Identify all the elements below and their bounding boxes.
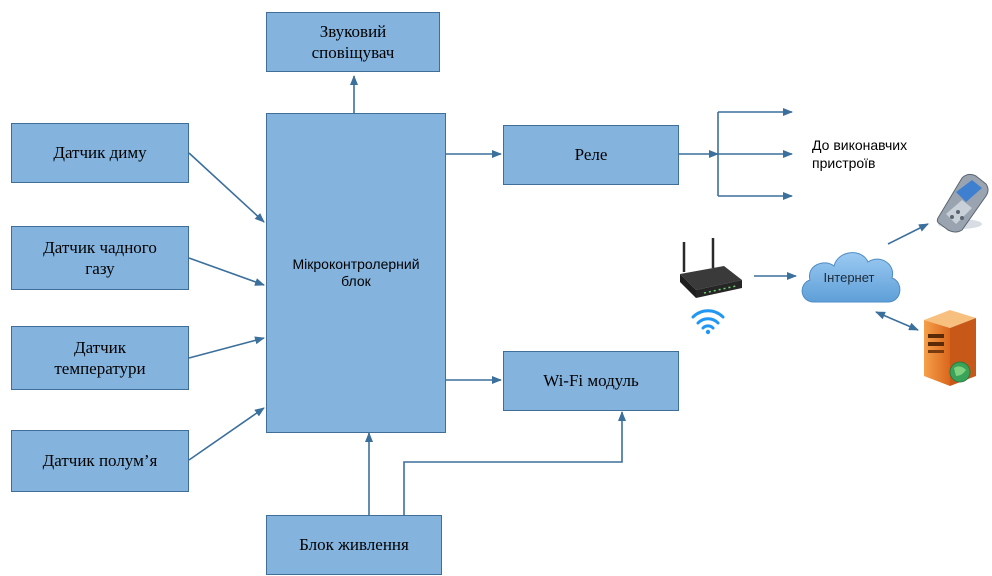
wifi-module-block: Wi-Fi модуль bbox=[503, 351, 679, 411]
smoke-sensor-label: Датчик диму bbox=[53, 143, 147, 163]
microcontroller-label: Мікроконтролерний блок bbox=[292, 255, 420, 290]
co-sensor-block: Датчик чадного газу bbox=[11, 226, 189, 290]
wifi-signal-icon bbox=[691, 309, 725, 335]
smoke-sensor-block: Датчик диму bbox=[11, 123, 189, 183]
arrow-flame-to-mcu bbox=[188, 407, 265, 461]
relay-block: Реле bbox=[503, 125, 679, 185]
microcontroller-block: Мікроконтролерний блок bbox=[266, 113, 446, 433]
power-supply-label: Блок живлення bbox=[299, 535, 409, 555]
temperature-sensor-block: Датчик температури bbox=[11, 326, 189, 390]
buzzer-block: Звуковий сповіщувач bbox=[266, 12, 440, 72]
arrow-cloud-server bbox=[875, 311, 919, 331]
arrow-power-to-wifi bbox=[403, 411, 626, 515]
relay-label: Реле bbox=[574, 145, 608, 165]
arrow-temp-to-mcu bbox=[188, 336, 265, 359]
flame-sensor-block: Датчик полум’я bbox=[11, 430, 189, 492]
power-supply-block: Блок живлення bbox=[266, 515, 442, 575]
co-sensor-label: Датчик чадного газу bbox=[43, 237, 157, 278]
cloud-icon bbox=[801, 252, 901, 303]
arrow-co-to-mcu bbox=[188, 257, 265, 286]
router-icon bbox=[680, 238, 742, 298]
flame-sensor-label: Датчик полум’я bbox=[42, 451, 158, 471]
internet-label: Інтернет bbox=[823, 270, 875, 285]
arrow-cloud-to-phone bbox=[887, 223, 929, 245]
buzzer-label: Звуковий сповіщувач bbox=[311, 21, 395, 62]
arrow-smoke-to-mcu bbox=[188, 152, 265, 223]
mobile-phone-icon bbox=[936, 173, 989, 233]
server-icon bbox=[924, 310, 976, 386]
temperature-sensor-label: Датчик температури bbox=[54, 337, 146, 378]
wifi-module-label: Wi-Fi модуль bbox=[543, 371, 639, 391]
actuators-label: До виконавчих пристроїв bbox=[812, 137, 908, 172]
